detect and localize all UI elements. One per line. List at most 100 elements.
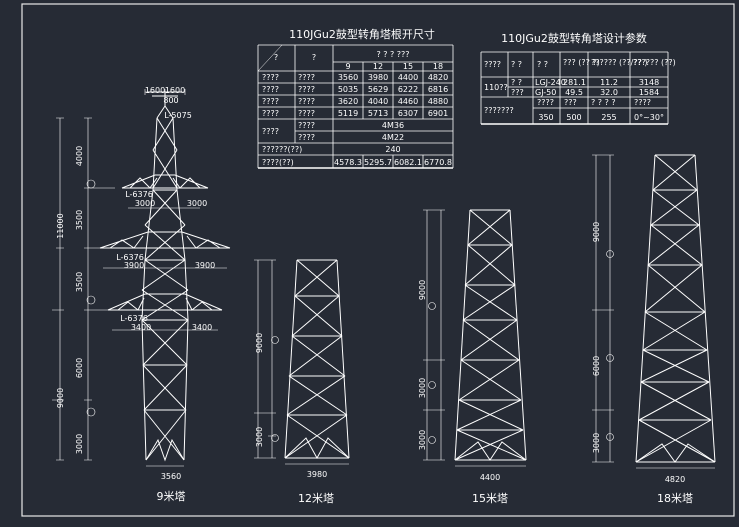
- svg-text:6901: 6901: [428, 109, 448, 118]
- svg-text:?????? (??): ?????? (??): [633, 58, 676, 67]
- table1-row-a: ??????(??) 240: [262, 145, 401, 154]
- svg-text:4040: 4040: [368, 97, 388, 106]
- table1-head-h12: 12: [373, 62, 383, 71]
- table1-head-group: ? ? ? ???: [376, 50, 409, 59]
- svg-text:5035: 5035: [338, 85, 358, 94]
- table1-title: 110JGu2鼓型转角塔根开尺寸: [289, 27, 435, 41]
- t18-dim-a: 9000: [592, 222, 601, 242]
- t12-base: 3980: [307, 470, 327, 479]
- svg-text:????: ????: [298, 85, 315, 94]
- t9-top-left: 1600: [145, 86, 165, 95]
- svg-text:3560: 3560: [338, 73, 358, 82]
- t9-top-right: 1600: [165, 86, 185, 95]
- svg-text:????: ????: [262, 127, 279, 136]
- svg-text:??? (?? ?): ??? (?? ?): [563, 58, 600, 67]
- t15-caption: 15米塔: [472, 492, 508, 505]
- table2-row-4: ??????? 350 500 255 0°~30°: [484, 106, 664, 122]
- svg-text:??????(??): ??????(??): [262, 145, 302, 154]
- table1-head-col1: ?: [274, 53, 278, 62]
- table1-row-2: ???? ???? 5035 5629 6222 6816: [262, 85, 448, 94]
- t15-dim-a: 9000: [418, 280, 427, 300]
- svg-text:4400: 4400: [398, 73, 418, 82]
- svg-text:????: ????: [298, 73, 315, 82]
- table2-row-2: ??? GJ-50 49.5 32.0 1584: [511, 88, 659, 97]
- svg-text:255: 255: [601, 113, 616, 122]
- t9-dim-total: 11000: [56, 213, 65, 238]
- svg-text:3980: 3980: [368, 73, 388, 82]
- t9-arm3-left: 3400: [131, 323, 151, 332]
- table2-header: ???? ? ? ? ? ??? (?? ?) ?????? (??/?? ) …: [484, 58, 676, 69]
- svg-text:6770.8: 6770.8: [424, 158, 452, 167]
- svg-text:????: ????: [484, 60, 501, 69]
- svg-text:5119: 5119: [338, 109, 358, 118]
- svg-text:6816: 6816: [428, 85, 448, 94]
- svg-text:???????: ???????: [484, 106, 514, 115]
- svg-text:1584: 1584: [639, 88, 659, 97]
- svg-text:32.0: 32.0: [600, 88, 618, 97]
- t9-dim-c: 3500: [75, 272, 84, 292]
- svg-text:281.1: 281.1: [563, 78, 586, 87]
- svg-text:????: ????: [262, 73, 279, 82]
- tower-15m: [423, 209, 527, 467]
- svg-text:???: ???: [564, 98, 577, 107]
- table1-head-h9: 9: [345, 62, 350, 71]
- t9-arm2-angle: L-6376: [116, 253, 144, 262]
- svg-text:? ?: ? ?: [511, 78, 522, 87]
- svg-text:4460: 4460: [398, 97, 418, 106]
- table1-head-col2: ?: [312, 53, 316, 62]
- table1-head-h15: 15: [403, 62, 413, 71]
- t9-caption: 9米塔: [157, 490, 186, 503]
- t9-arm2-left: 3900: [124, 261, 144, 270]
- svg-text:? ? ? ?: ? ? ? ?: [591, 98, 616, 107]
- tower-12m: [254, 259, 350, 465]
- svg-text:????(??): ????(??): [262, 158, 294, 167]
- table2-row-3: ???? ??? ? ? ? ? ????: [537, 98, 651, 107]
- t18-base: 4820: [665, 475, 685, 484]
- svg-text:?????? (??/?? ): ?????? (??/?? ): [591, 58, 647, 67]
- svg-text:????: ????: [262, 97, 279, 106]
- svg-text:????: ????: [298, 97, 315, 106]
- svg-text:4M22: 4M22: [382, 133, 404, 142]
- t18-caption: 18米塔: [657, 492, 693, 505]
- svg-text:????: ????: [262, 85, 279, 94]
- svg-text:4880: 4880: [428, 97, 448, 106]
- t9-arm1-left: 3000: [135, 199, 155, 208]
- t18-dim-c: 3000: [592, 433, 601, 453]
- svg-text:6082.1: 6082.1: [394, 158, 422, 167]
- table1-row-4: ???? ???? 5119 5713 6307 6901: [262, 109, 448, 118]
- tower-9m: [52, 89, 231, 467]
- svg-text:? ?: ? ?: [511, 60, 522, 69]
- svg-text:11.2: 11.2: [600, 78, 618, 87]
- t9-dim-d: 6000: [75, 358, 84, 378]
- table1-row-3: ???? ???? 3620 4040 4460 4880: [262, 97, 448, 106]
- table2-row-1: ? ? LGJ-240 281.1 11.2 3148: [511, 78, 659, 87]
- t12-dim-a: 9000: [255, 333, 264, 353]
- t15-dim-b: 3000: [418, 378, 427, 398]
- svg-text:????: ????: [298, 109, 315, 118]
- t9-angle-top: L-5075: [164, 111, 192, 120]
- t9-arm2-right: 3900: [195, 261, 215, 270]
- table-design-params: [480, 51, 669, 125]
- svg-text:????: ????: [262, 109, 279, 118]
- svg-text:????: ????: [298, 133, 315, 142]
- table1-head-h18: 18: [433, 62, 443, 71]
- svg-text:350: 350: [538, 113, 553, 122]
- t9-arm1-angle: L-6376: [125, 190, 153, 199]
- svg-text:6307: 6307: [398, 109, 418, 118]
- t12-dim-b: 3000: [255, 427, 264, 447]
- t9-base: 3560: [161, 472, 181, 481]
- svg-text:5713: 5713: [368, 109, 388, 118]
- svg-text:5629: 5629: [368, 85, 388, 94]
- svg-text:???: ???: [511, 88, 524, 97]
- t15-base: 4400: [480, 473, 500, 482]
- tower-18m: [592, 154, 716, 469]
- svg-text:3620: 3620: [338, 97, 358, 106]
- svg-text:49.5: 49.5: [565, 88, 583, 97]
- t18-dim-b: 6000: [592, 356, 601, 376]
- t9-arm1-right: 3000: [187, 199, 207, 208]
- svg-text:3148: 3148: [639, 78, 659, 87]
- table1-row-1: ???? ???? 3560 3980 4400 4820: [262, 73, 448, 82]
- drawing-frame: [21, 3, 735, 517]
- t9-top-mid: 800: [163, 96, 178, 105]
